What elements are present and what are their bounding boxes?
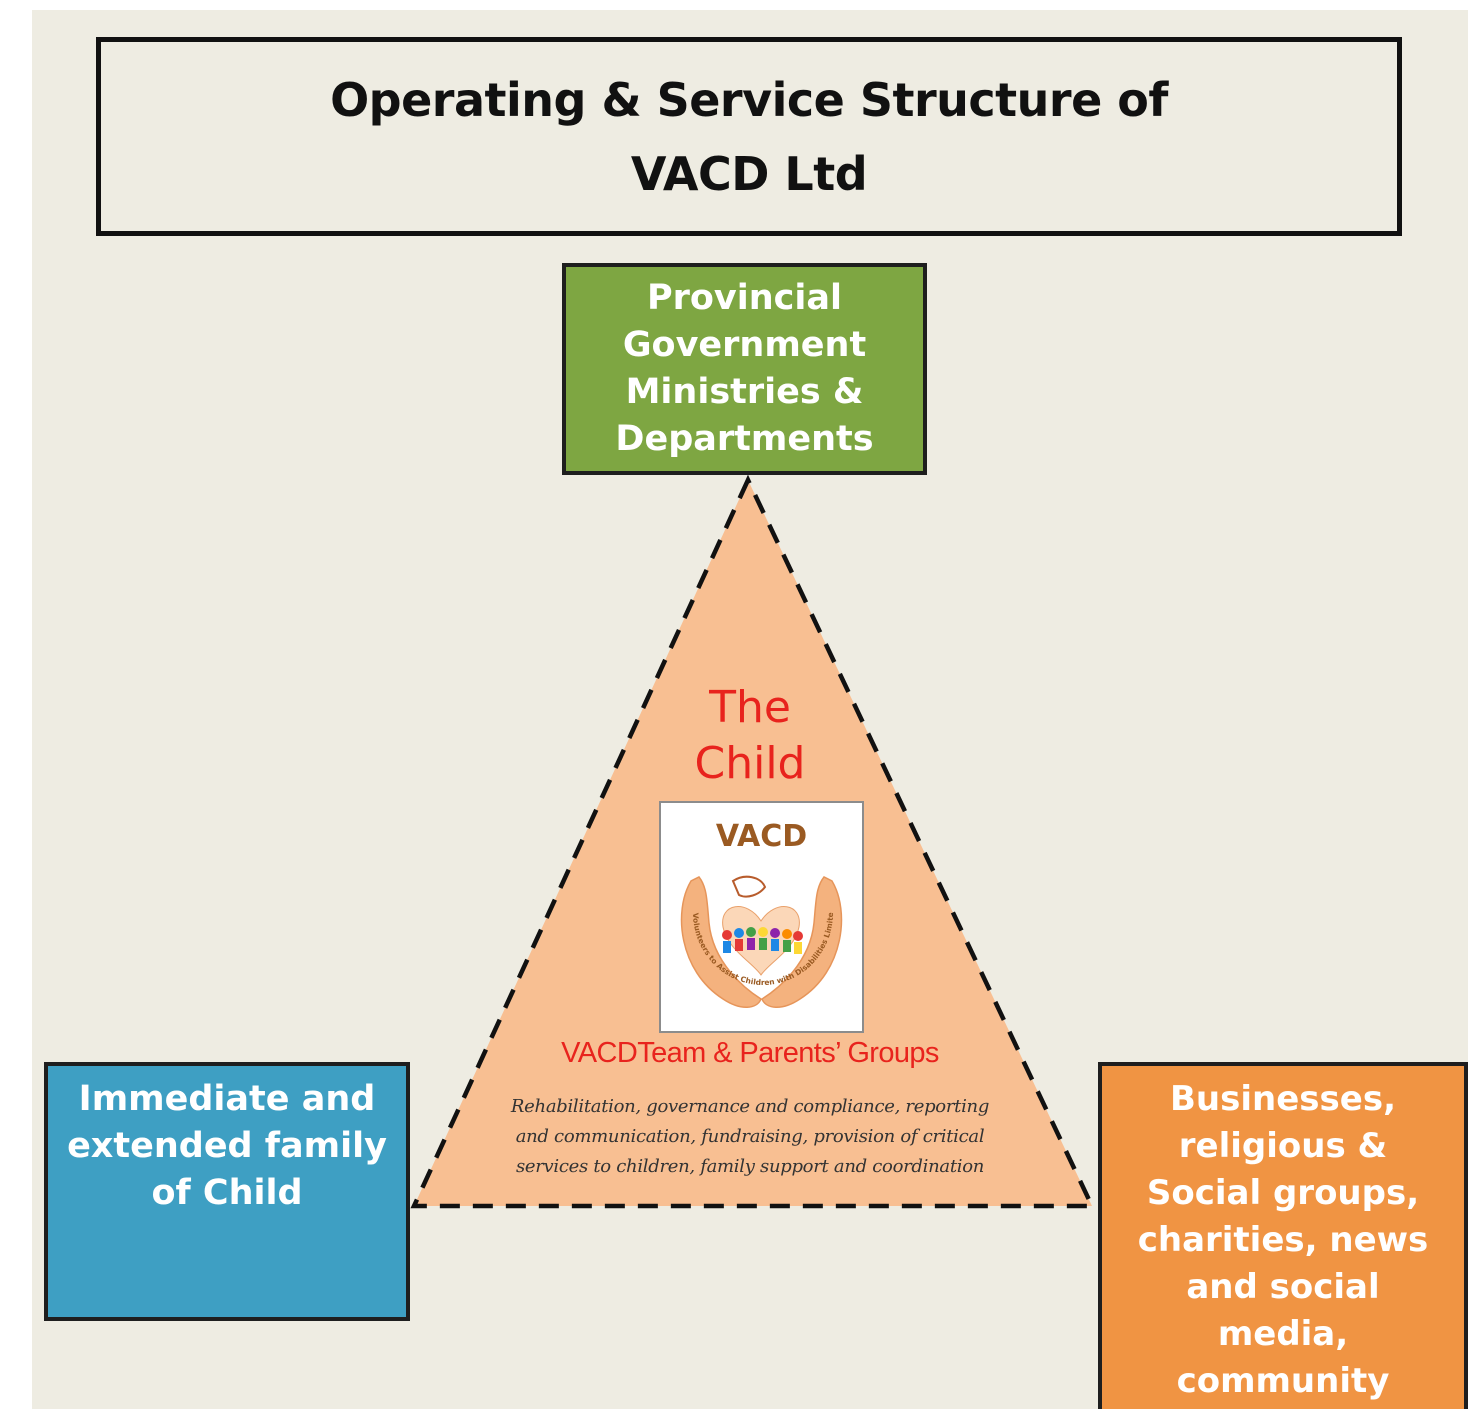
cupped-hands-icon: Volunteers to Assist Children with Disab… — [661, 803, 843, 1008]
logo-text: VACD — [715, 819, 808, 854]
services-description: Rehabilitation, governance and complianc… — [510, 1096, 990, 1177]
family-label: Immediate and extended family of Child — [67, 1079, 387, 1213]
community-box: Businesses, religious & Social groups, c… — [1098, 1062, 1468, 1409]
title-box: Operating & Service Structure of VACD Lt… — [96, 37, 1402, 236]
family-box: Immediate and extended family of Child — [44, 1062, 410, 1321]
community-label: Businesses, religious & Social groups, c… — [1137, 1079, 1429, 1401]
government-label: Provincial Government Ministries & Depar… — [615, 278, 874, 459]
diagram-title: Operating & Service Structure of VACD Lt… — [330, 72, 1168, 201]
team-label: VACDTeam & Parents’ Groups — [561, 1037, 939, 1069]
child-label: The Child — [694, 682, 806, 789]
vacd-logo: Volunteers to Assist Children with Disab… — [659, 801, 864, 1033]
government-box: Provincial Government Ministries & Depar… — [562, 263, 927, 475]
children-figures-icon — [722, 927, 803, 954]
